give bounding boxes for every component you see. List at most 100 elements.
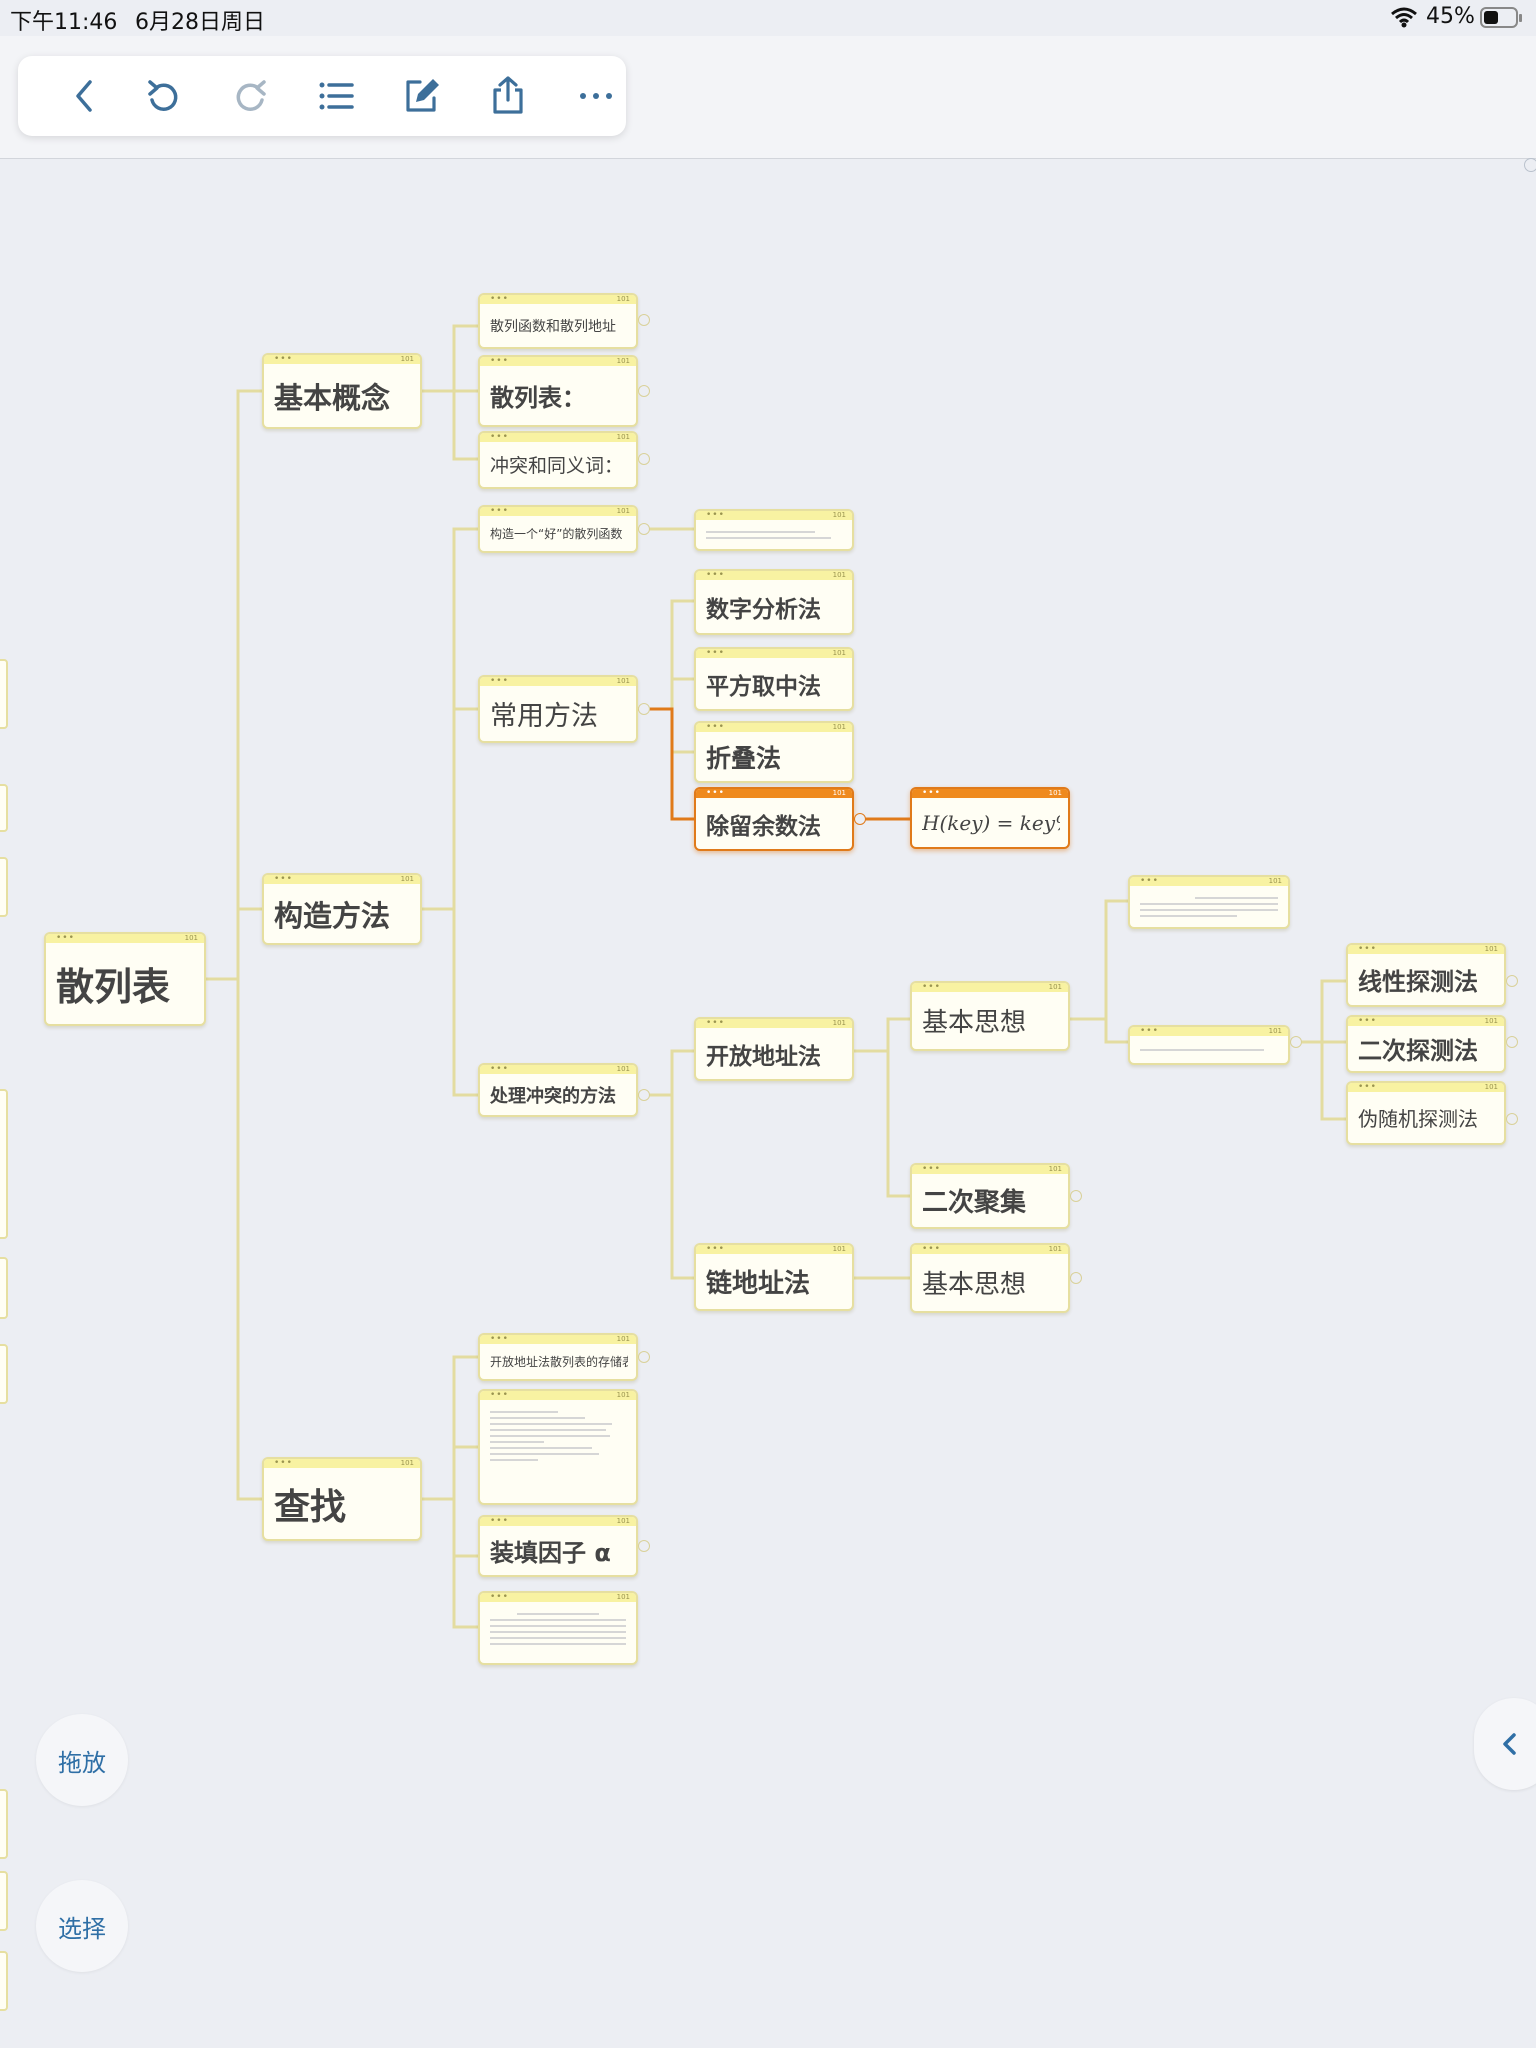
node-folding[interactable]: •••101 折叠法 xyxy=(694,721,854,783)
basic-concepts-label: 基本概念 xyxy=(274,380,391,415)
undo-button[interactable] xyxy=(142,74,186,118)
edit-button[interactable] xyxy=(400,74,444,118)
node-collision-handling[interactable]: •••101 处理冲突的方法 xyxy=(478,1063,638,1117)
collapse-toggle[interactable] xyxy=(638,385,650,397)
share-icon xyxy=(493,76,523,114)
node-construction[interactable]: •••101 构造方法 xyxy=(262,873,422,945)
offscreen-node[interactable] xyxy=(0,1344,8,1404)
more-button[interactable] xyxy=(574,74,618,118)
offscreen-node[interactable] xyxy=(0,1951,8,2011)
connector-lines xyxy=(206,324,1346,1629)
collapse-toggle[interactable] xyxy=(638,1351,650,1363)
collapse-toggle[interactable] xyxy=(638,1089,650,1101)
battery-percent: 45% xyxy=(1426,4,1475,29)
collapse-toggle[interactable] xyxy=(1506,975,1518,987)
collision-synonym-label: 冲突和同义词： xyxy=(490,455,624,477)
offscreen-node[interactable] xyxy=(0,659,8,729)
mid-square-label: 平方取中法 xyxy=(706,673,821,700)
node-mid-square[interactable]: •••101 平方取中法 xyxy=(694,647,854,711)
canvas-edge-toggle[interactable] xyxy=(1524,158,1536,172)
table-image xyxy=(490,1609,626,1657)
node-digit-analysis[interactable]: •••101 数字分析法 xyxy=(694,569,854,635)
node-probe-formula[interactable]: •••101 xyxy=(1128,1025,1290,1065)
node-storage-representation[interactable]: •••101 开放地址法散列表的存储表示 xyxy=(478,1333,638,1381)
node-load-factor[interactable]: •••101 装填因子 α xyxy=(478,1515,638,1577)
node-random-probing[interactable]: •••101 伪随机探测法 xyxy=(1346,1081,1506,1145)
node-basic-concepts[interactable]: •••101 基本概念 xyxy=(262,353,422,429)
collapse-toggle[interactable] xyxy=(854,813,866,825)
status-bar: 下午11:46 6月28日周日 45% xyxy=(0,0,1536,36)
node-open-addressing[interactable]: •••101 开放地址法 xyxy=(694,1017,854,1081)
hash-function-address-label: 散列函数和散列地址 xyxy=(490,318,616,335)
redo-button[interactable] xyxy=(228,74,272,118)
node-idea-description[interactable]: •••101 xyxy=(1128,875,1290,929)
node-chaining[interactable]: •••101 链地址法 xyxy=(694,1243,854,1311)
node-open-addressing-idea[interactable]: •••101 基本思想 xyxy=(910,981,1070,1051)
offscreen-node[interactable] xyxy=(0,1257,8,1319)
hash-table-def-label: 散列表： xyxy=(490,384,586,412)
open-addressing-idea-label: 基本思想 xyxy=(922,1008,1027,1038)
collapse-toggle[interactable] xyxy=(638,523,650,535)
node-chaining-idea[interactable]: •••101 基本思想 xyxy=(910,1243,1070,1313)
share-button[interactable] xyxy=(486,74,530,118)
offscreen-node[interactable] xyxy=(0,1789,8,1859)
division-formula-label: H(key) = key%p xyxy=(922,810,1060,835)
root-node[interactable]: •••101 散列表 xyxy=(44,932,206,1026)
node-hash-table-def[interactable]: •••101 散列表： xyxy=(478,355,638,427)
digit-analysis-label: 数字分析法 xyxy=(706,596,821,623)
code-text-lines xyxy=(490,1407,626,1497)
node-hash-function-address[interactable]: •••101 散列函数和散列地址 xyxy=(478,293,638,349)
root-label: 散列表 xyxy=(56,965,171,1009)
collapse-toggle[interactable] xyxy=(1070,1272,1082,1284)
secondary-clustering-label: 二次聚集 xyxy=(922,1188,1027,1218)
offscreen-node[interactable] xyxy=(0,857,8,917)
chevron-left-icon xyxy=(1503,1733,1516,1755)
offscreen-node[interactable] xyxy=(0,1089,8,1239)
collapse-toggle[interactable] xyxy=(1070,1190,1082,1202)
node-search[interactable]: •••101 查找 xyxy=(262,1457,422,1541)
notes-text-lines xyxy=(1140,893,1278,921)
division-method-label: 除留余数法 xyxy=(706,813,821,840)
node-secondary-clustering[interactable]: •••101 二次聚集 xyxy=(910,1163,1070,1229)
node-linear-probing[interactable]: •••101 线性探测法 xyxy=(1346,943,1506,1007)
node-good-hash-function[interactable]: •••101 构造一个“好”的散列函数 xyxy=(478,505,638,553)
node-common-methods[interactable]: •••101 常用方法 xyxy=(478,675,638,743)
quadratic-probing-label: 二次探测法 xyxy=(1358,1037,1478,1065)
undo-icon xyxy=(148,80,178,111)
back-button[interactable] xyxy=(64,74,108,118)
collision-handling-label: 处理冲突的方法 xyxy=(490,1085,616,1107)
offscreen-node[interactable] xyxy=(0,1871,8,1931)
node-code-snippet[interactable]: •••101 xyxy=(478,1389,638,1505)
collapse-toggle[interactable] xyxy=(1290,1036,1302,1048)
drag-mode-button[interactable]: 拖放 xyxy=(36,1714,128,1806)
search-label: 查找 xyxy=(274,1486,347,1528)
list-icon xyxy=(319,82,354,110)
collapse-toggle[interactable] xyxy=(638,703,650,715)
chaining-idea-label: 基本思想 xyxy=(922,1270,1027,1300)
collapse-toggle[interactable] xyxy=(638,314,650,326)
more-icon xyxy=(580,93,612,99)
mindmap-canvas[interactable]: •••101 散列表 •••101 基本概念 •••101 散列函数和散列地址 … xyxy=(0,159,1536,2048)
collapse-toggle[interactable] xyxy=(1506,1036,1518,1048)
status-time: 下午11:46 xyxy=(10,10,118,35)
node-good-hash-notes[interactable]: •••101 xyxy=(694,509,854,551)
chaining-label: 链地址法 xyxy=(706,1269,811,1299)
node-collision-synonym[interactable]: •••101 冲突和同义词： xyxy=(478,431,638,489)
offscreen-node[interactable] xyxy=(0,784,8,832)
storage-representation-label: 开放地址法散列表的存储表示 xyxy=(490,1355,628,1369)
node-division-method[interactable]: •••101 除留余数法 xyxy=(694,787,854,851)
battery-icon xyxy=(1480,7,1524,29)
open-addressing-label: 开放地址法 xyxy=(706,1043,821,1070)
collapse-toggle[interactable] xyxy=(1506,1113,1518,1125)
select-mode-button[interactable]: 选择 xyxy=(36,1880,128,1972)
node-quadratic-probing[interactable]: •••101 二次探测法 xyxy=(1346,1015,1506,1073)
status-date: 6月28日周日 xyxy=(135,10,265,35)
common-methods-label: 常用方法 xyxy=(490,701,598,732)
outline-button[interactable] xyxy=(314,74,358,118)
side-panel-toggle[interactable] xyxy=(1474,1698,1536,1790)
collapse-toggle[interactable] xyxy=(638,1540,650,1552)
linear-probing-label: 线性探测法 xyxy=(1358,968,1478,996)
node-division-formula[interactable]: •••101 H(key) = key%p xyxy=(910,787,1070,849)
collapse-toggle[interactable] xyxy=(638,453,650,465)
node-performance-table[interactable]: •••101 xyxy=(478,1591,638,1665)
